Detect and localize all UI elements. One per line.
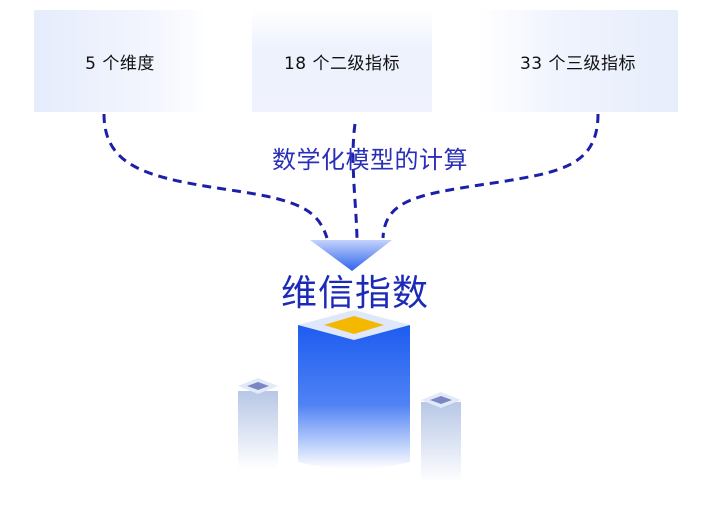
main-index-column: [298, 310, 410, 469]
calculation-label: 数学化模型的计算: [272, 146, 468, 174]
funnel-triangle: [310, 240, 392, 271]
secondary-indicator-card: 18 个二级指标: [252, 10, 432, 112]
right-side-column: [421, 392, 461, 482]
secondary-indicator-label: 18 个二级指标: [283, 53, 401, 74]
left-connector-line: [102, 113, 329, 239]
right-connector-line: [381, 113, 600, 239]
tertiary-indicator-label: 33 个三级指标: [519, 53, 637, 74]
left-side-column: [238, 378, 278, 469]
dimension-card: 5 个维度: [34, 10, 206, 112]
tertiary-indicator-card: 33 个三级指标: [478, 10, 678, 112]
index-title: 维信指数: [280, 273, 429, 314]
dimension-card-label: 5 个维度: [85, 53, 155, 74]
